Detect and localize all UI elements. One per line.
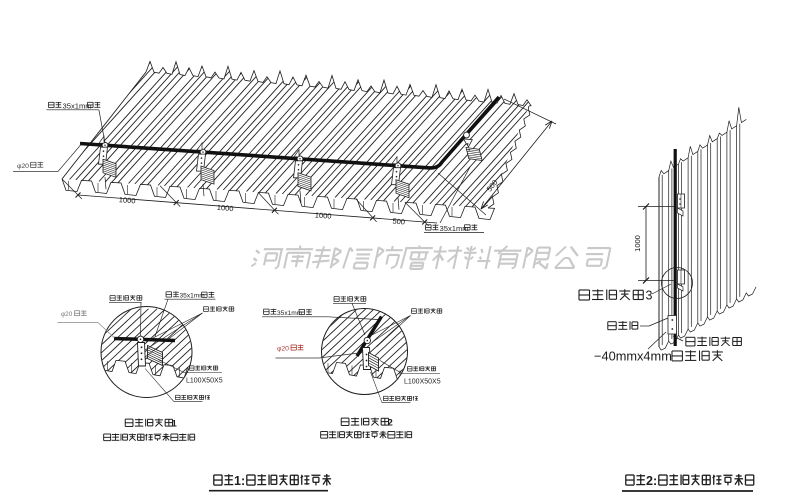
svg-text:1:: 1: <box>234 474 245 488</box>
svg-text:−40mmx4mm: −40mmx4mm <box>594 349 672 364</box>
svg-text:3: 3 <box>646 289 653 303</box>
svg-text:1000: 1000 <box>217 203 234 213</box>
svg-text:1: 1 <box>172 419 178 430</box>
svg-text:35x1mm: 35x1mm <box>440 224 469 233</box>
svg-text:L100X50X5: L100X50X5 <box>404 378 441 385</box>
svg-text:1000: 1000 <box>633 235 642 252</box>
svg-text:2:: 2: <box>646 474 657 488</box>
svg-text:φ20: φ20 <box>277 346 289 353</box>
svg-text:L100X50X5: L100X50X5 <box>186 377 223 384</box>
svg-text:2: 2 <box>388 418 393 429</box>
svg-text:35x1mm: 35x1mm <box>277 310 303 317</box>
svg-text:1000: 1000 <box>315 210 332 220</box>
svg-text:500: 500 <box>392 217 405 227</box>
svg-text:500: 500 <box>485 178 500 193</box>
svg-text:35x1mm: 35x1mm <box>63 101 92 110</box>
svg-text:φ20: φ20 <box>61 311 73 318</box>
svg-text:φ20: φ20 <box>17 163 29 170</box>
svg-text:35x1mm: 35x1mm <box>180 293 206 300</box>
svg-text:1000: 1000 <box>119 195 136 205</box>
